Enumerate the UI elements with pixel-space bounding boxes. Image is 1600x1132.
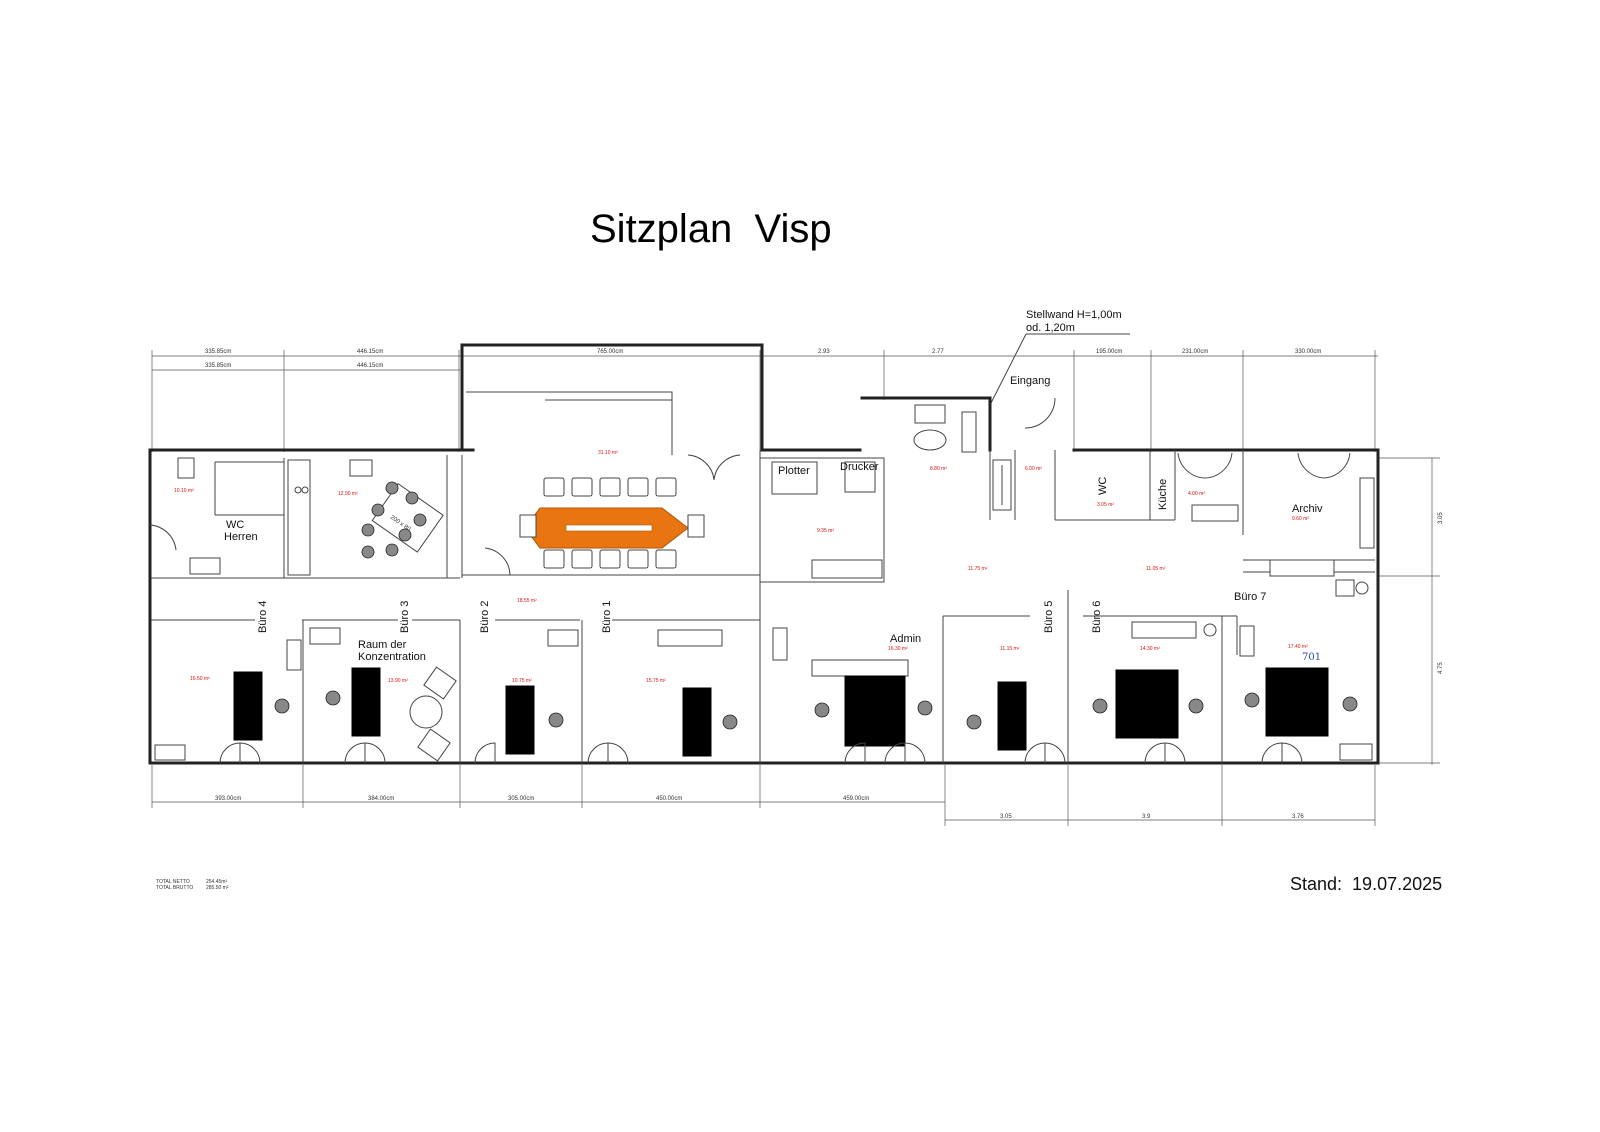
dim-top-4: 2.93 <box>818 349 830 355</box>
wc-herren-area: 10.10 m² <box>174 488 194 494</box>
lobby-area: 8.80 m² <box>930 466 947 472</box>
lounge-area: 12.90 m² <box>338 491 358 497</box>
dim-bottom-1: 393.00cm <box>215 796 241 802</box>
dim-top-6: 195.00cm <box>1096 349 1122 355</box>
buero2-label: Büro 2 <box>479 601 491 633</box>
buero4-label: Büro 4 <box>257 601 269 633</box>
total-netto-label: TOTAL NETTO <box>156 879 190 885</box>
corridor-left-area: 18.55 m² <box>517 598 537 604</box>
total-netto-value: 254.45m² <box>206 879 227 885</box>
dim-bottom-4: 450.00cm <box>656 796 682 802</box>
dim-top-5: 2.77 <box>932 349 944 355</box>
dim-bottom-3: 305.00cm <box>508 796 534 802</box>
stellwand-line1: Stellwand H=1,00m <box>1026 309 1122 321</box>
buero1-label: Büro 1 <box>601 601 613 633</box>
inner-walls <box>151 391 1375 763</box>
buero-7: Büro 7 17.40 m² 701 <box>1234 579 1373 761</box>
corridor-right-area: 11.05 m² <box>1146 566 1166 572</box>
stellwand-line2: od. 1,20m <box>1026 322 1075 334</box>
buero2-area: 10.75 m² <box>512 678 532 684</box>
dim-bottom-5: 459.00cm <box>843 796 869 802</box>
buero-3: Büro 3 Raum der Konzentration 13.90 m² <box>309 601 457 762</box>
service-rooms-right: WC 3.05 m² Küche 4.00 m² Archiv 9.60 m² <box>1097 477 1375 577</box>
eingang-area: 6.00 m² <box>1025 466 1042 472</box>
buero5-label: Büro 5 <box>1043 601 1055 633</box>
stand-date: Stand: 19.07.2025 <box>1290 874 1442 894</box>
lounge-left: 200 x 80 12.90 m² <box>287 459 444 576</box>
doors <box>219 452 1351 764</box>
plotter-label: Plotter <box>778 465 810 477</box>
buero3-label: Büro 3 <box>399 601 411 633</box>
buero-1: Büro 1 15.75 m² <box>601 601 738 757</box>
archiv-label: Archiv <box>1292 503 1323 515</box>
total-brutto-value: 285.50 m² <box>206 885 229 891</box>
dim-top-2: 446.15cm <box>357 349 383 355</box>
totals: TOTAL NETTO 254.45m² TOTAL BRUTTO 285.50… <box>156 879 229 891</box>
plotter-room: Plotter Drucker 9.35 m² <box>771 461 883 579</box>
wc-right-area: 3.05 m² <box>1097 502 1114 508</box>
admin-area: 16.30 m² <box>888 646 908 652</box>
dim-top-8: 330.00cm <box>1295 349 1321 355</box>
bottom-dimensions: 393.00cm 384.00cm 305.00cm 450.00cm 459.… <box>151 765 1376 826</box>
conference-room: 31.10 m² <box>519 450 705 569</box>
outer-walls <box>148 343 1380 765</box>
wc-herren: WC Herren 10.10 m² <box>149 457 258 575</box>
buero-6: Büro 6 14.30 m² <box>1091 601 1217 739</box>
admin-label: Admin <box>890 633 921 645</box>
dim-top2-1: 335.85cm <box>205 363 231 369</box>
dim-top2-2: 446.15cm <box>357 363 383 369</box>
buero7-area: 17.40 m² <box>1288 644 1308 650</box>
eingang-label: Eingang <box>1010 375 1050 387</box>
top-dimensions: 335.85cm 446.15cm 765.00cm 2.93 2.77 195… <box>151 349 1378 452</box>
conference-area: 31.10 m² <box>598 450 618 456</box>
buero3-line2: Konzentration <box>358 651 426 663</box>
drucker-label: Drucker <box>840 461 879 473</box>
dim-bottom2-1: 3.05 <box>1000 814 1012 820</box>
buero7-number: 701 <box>1302 652 1321 663</box>
buero3-area: 13.90 m² <box>388 678 408 684</box>
buero3-line1: Raum der <box>358 639 407 651</box>
kueche-area: 4.00 m² <box>1188 491 1205 497</box>
buero-5: Büro 5 11.15 m² <box>966 601 1055 751</box>
kueche-label: Küche <box>1157 479 1169 510</box>
dim-bottom2-2: 3.9 <box>1142 814 1151 820</box>
dim-top-1: 335.85cm <box>205 349 231 355</box>
dim-bottom-2: 384.00cm <box>368 796 394 802</box>
right-dimensions: 3.05 4.75 <box>1378 457 1444 765</box>
buero6-area: 14.30 m² <box>1140 646 1160 652</box>
buero4-area: 16.50 m² <box>190 676 210 682</box>
wc-herren-label-2: Herren <box>224 531 258 543</box>
stellwand-annotation: Stellwand H=1,00m od. 1,20m <box>989 309 1130 406</box>
wc-herren-label-1: WC <box>226 519 244 531</box>
dim-top-7: 231.00cm <box>1182 349 1208 355</box>
buero1-area: 15.75 m² <box>646 678 666 684</box>
dim-right-2: 4.75 <box>1438 662 1444 674</box>
office-walls <box>151 590 1238 763</box>
dim-right-1: 3.05 <box>1438 512 1444 524</box>
admin: Admin 16.30 m² <box>772 627 933 747</box>
corridor-mid-area: 11.75 m² <box>968 566 988 572</box>
dim-bottom2-3: 3.76 <box>1292 814 1304 820</box>
buero7-label: Büro 7 <box>1234 591 1266 603</box>
dim-top-3: 765.00cm <box>597 349 623 355</box>
archiv-area: 9.60 m² <box>1292 516 1309 522</box>
plotter-area: 9.35 m² <box>817 528 834 534</box>
page-title: Sitzplan Visp <box>590 207 832 251</box>
buero5-area: 11.15 m² <box>1000 646 1020 652</box>
buero6-label: Büro 6 <box>1091 601 1103 633</box>
lobby-top: 8.80 m² <box>913 404 977 472</box>
total-brutto-label: TOTAL BRUTTO <box>156 885 193 891</box>
eingang: Eingang 6.00 m² <box>992 375 1056 511</box>
buero-2: Büro 2 10.75 m² <box>479 601 579 755</box>
buero-4: Büro 4 16.50 m² <box>154 601 302 761</box>
wc-right-label: WC <box>1097 477 1109 495</box>
